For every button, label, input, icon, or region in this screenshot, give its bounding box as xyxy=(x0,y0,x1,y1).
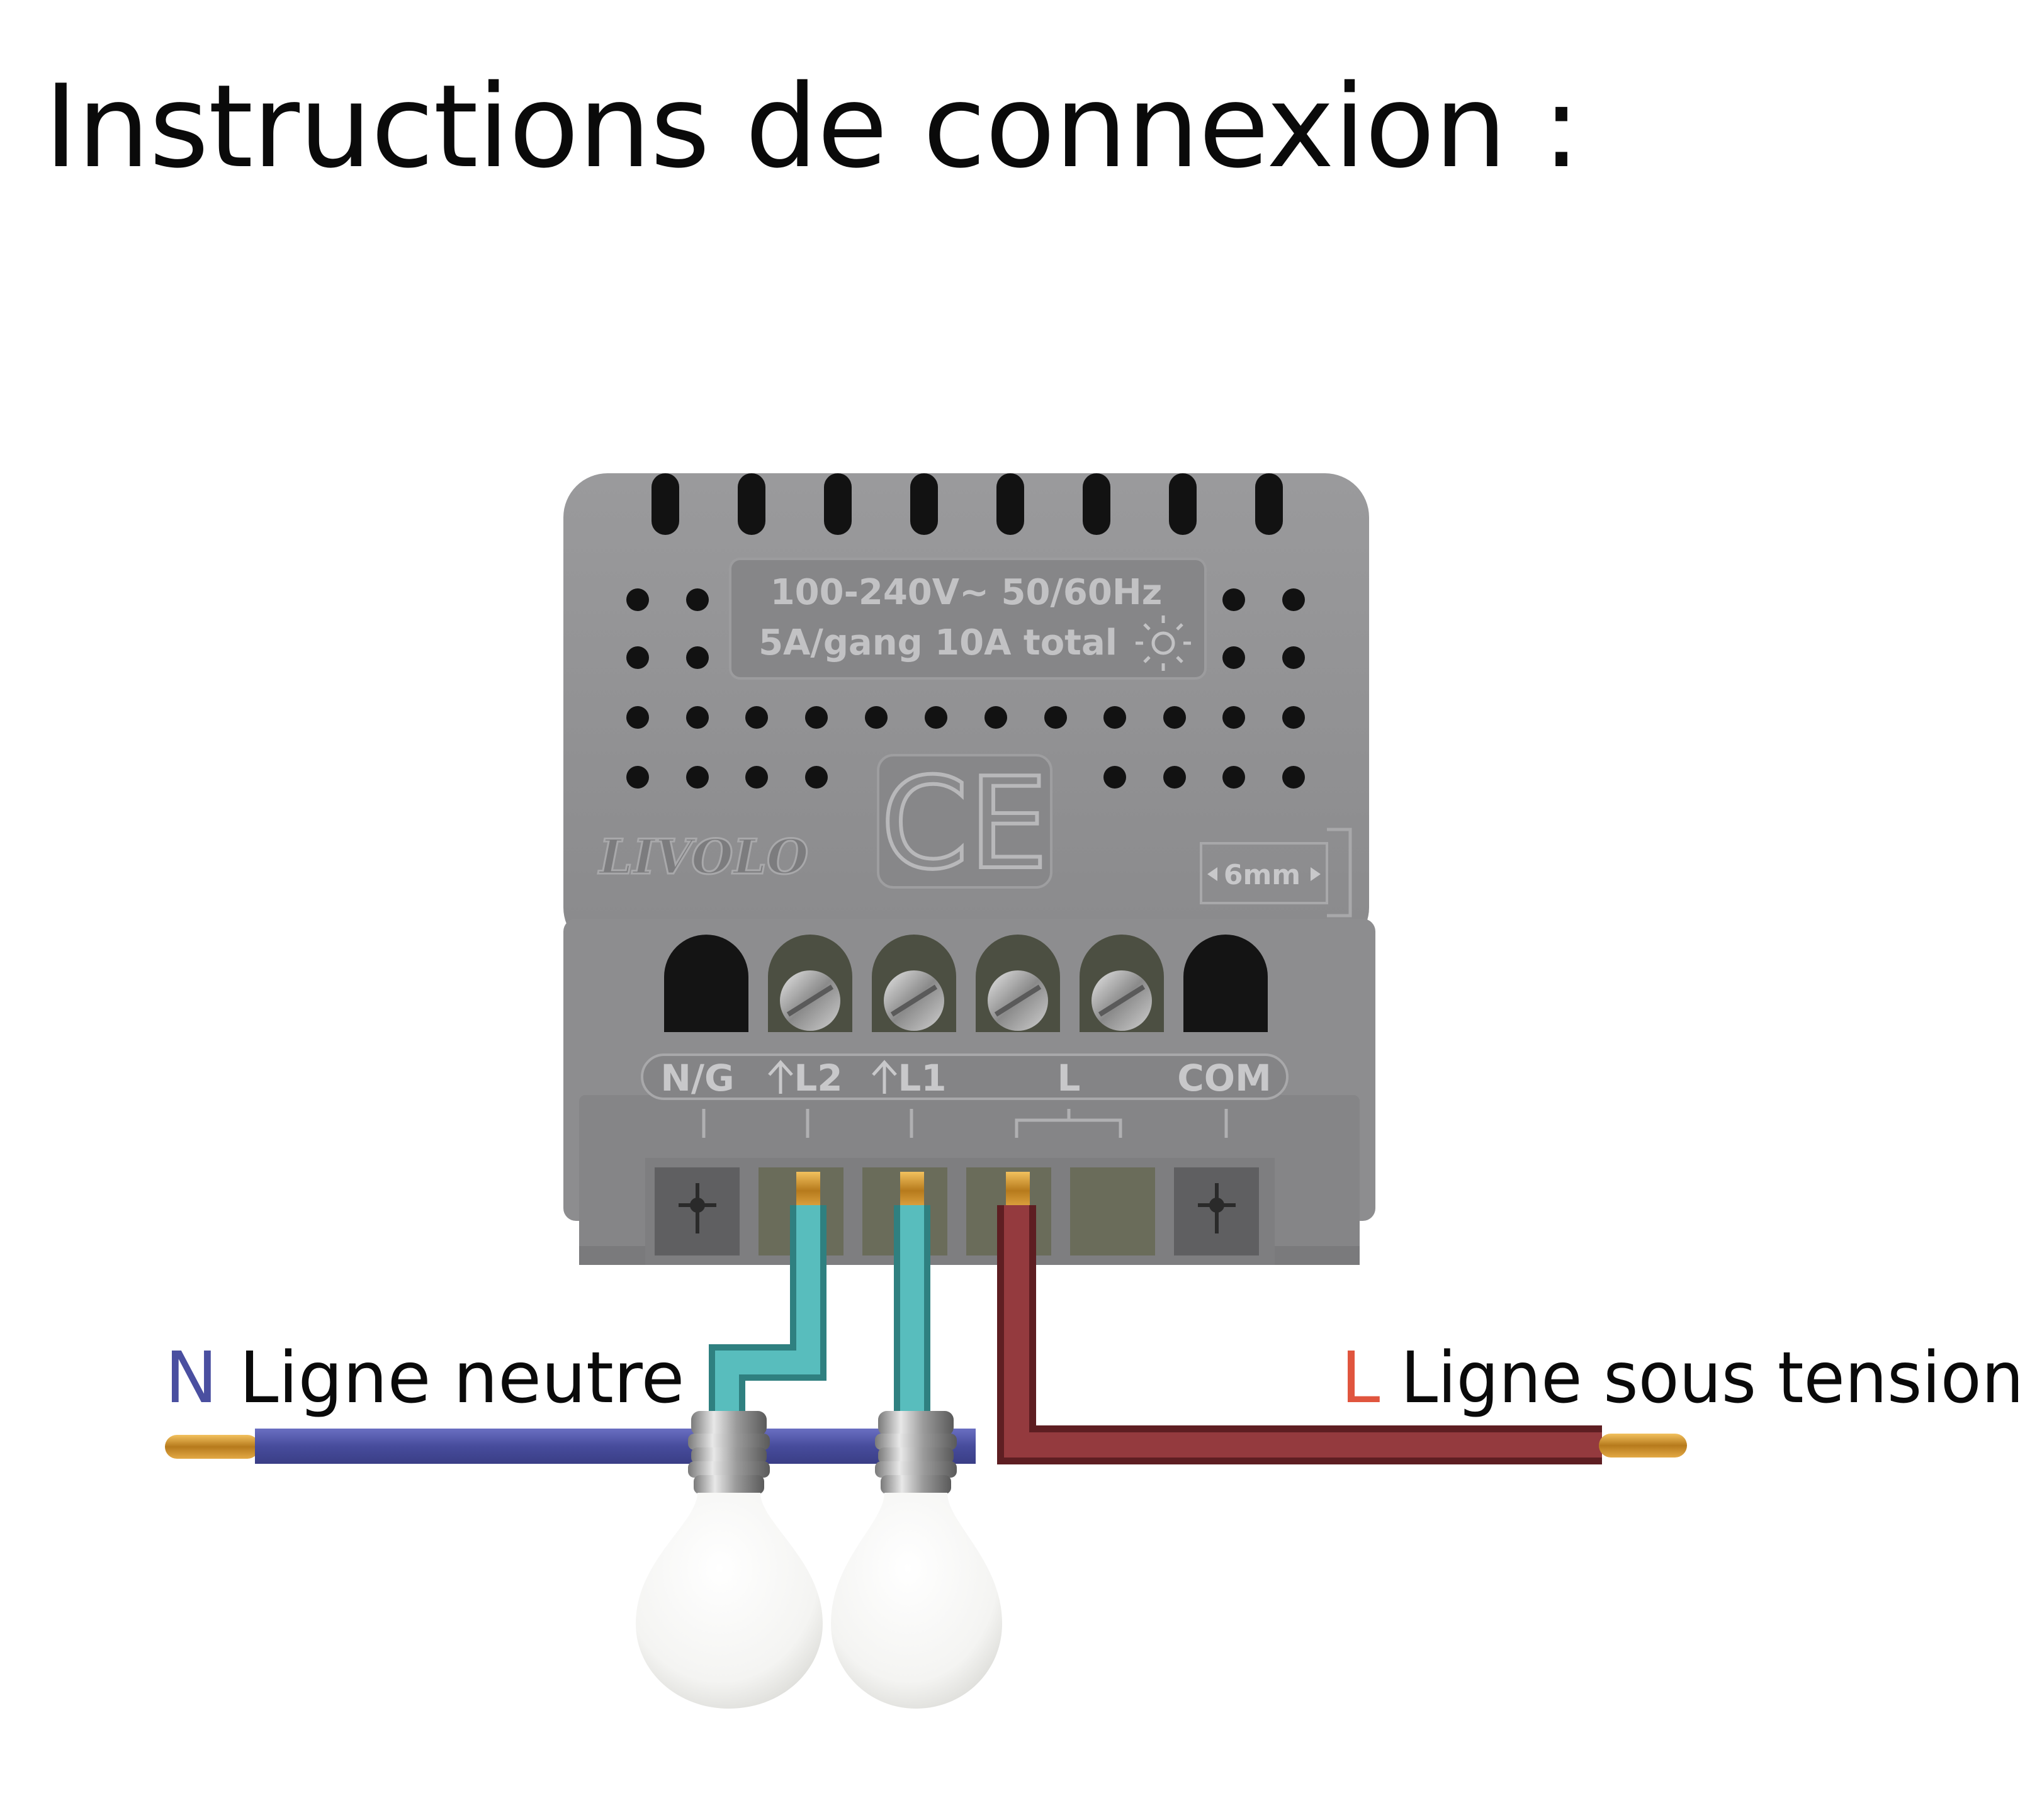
wire-sockets xyxy=(645,1158,1275,1265)
ce-plate xyxy=(877,754,1052,889)
live-wire xyxy=(997,1205,1687,1464)
vent-holes xyxy=(626,588,1305,789)
live-letter: L xyxy=(1341,1337,1380,1419)
page-title: Instructions de connexion : xyxy=(44,60,1581,193)
bulb-icon xyxy=(831,1411,1002,1709)
wire-copper-ends xyxy=(796,1172,1030,1210)
terminal-l-label: L xyxy=(1058,1057,1081,1099)
ce-mark: CE xyxy=(881,751,1048,897)
terminal-label-band xyxy=(641,1053,1289,1100)
neutral-label: Ligne neutre xyxy=(239,1337,684,1419)
rating-current: 5A/gang 10A total xyxy=(759,622,1117,663)
switch-module: 100-240V~ 50/60Hz 5A/gang 10A total CE L… xyxy=(563,473,1375,1265)
neutral-wire xyxy=(165,1429,976,1464)
strip-length-label: 6mm xyxy=(1224,859,1300,891)
live-label: Ligne sous tension xyxy=(1401,1337,2024,1419)
bulb-icon xyxy=(636,1411,823,1709)
brand-logo: LIVOLO xyxy=(598,829,808,885)
terminal-l2-label: L2 xyxy=(794,1057,842,1099)
load-wire-l2 xyxy=(709,1205,826,1413)
terminal-com-label: COM xyxy=(1177,1057,1272,1099)
strip-gauge: 6mm xyxy=(1200,828,1352,918)
led-indicator-icon xyxy=(1136,615,1191,671)
rating-plate xyxy=(729,558,1207,680)
rating-voltage: 100-240V~ 50/60Hz xyxy=(770,572,1163,613)
terminal-leaders xyxy=(702,1109,1228,1138)
terminal-l1-label: L1 xyxy=(898,1057,946,1099)
neutral-letter: N xyxy=(165,1337,218,1419)
terminal-ng-label: N/G xyxy=(660,1057,734,1099)
vent-slots xyxy=(652,473,1283,535)
terminal-screws xyxy=(664,935,1268,1032)
arrow-up-icon xyxy=(768,1060,897,1094)
